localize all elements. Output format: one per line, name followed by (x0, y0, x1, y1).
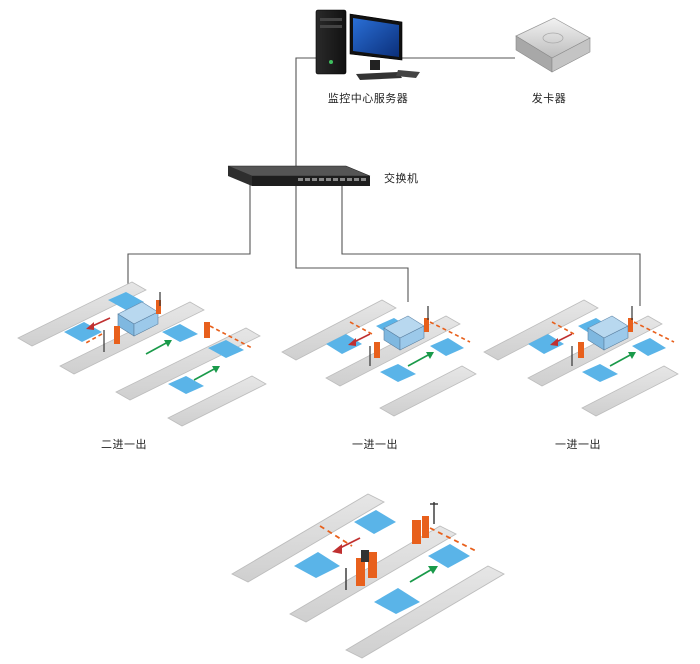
direction-arrows (348, 333, 434, 367)
sensing-zones (294, 510, 470, 614)
barrier-gates (114, 300, 210, 344)
barrier-arms (349, 321, 471, 343)
server-label: 监控中心服务器 (327, 92, 409, 105)
network-switch-icon (227, 165, 371, 186)
switch-label: 交换机 (384, 172, 419, 185)
camera-poles (345, 502, 438, 590)
card-reader-icon (515, 17, 591, 73)
lane-group-one-in-one-out-mid (281, 299, 477, 417)
camera-poles (571, 306, 633, 366)
direction-arrows (332, 537, 438, 583)
card-issuer-label: 发卡器 (531, 92, 567, 105)
lane-group-one-in-one-out-right (483, 299, 679, 417)
barrier-gates (356, 516, 429, 586)
barrier-arms (83, 325, 253, 349)
lane-left-label: 二进一出 (101, 438, 147, 451)
lane-group-detail-view (231, 493, 505, 659)
network-cables (127, 57, 641, 306)
direction-arrows (550, 333, 636, 367)
camera-poles (369, 306, 429, 366)
lane-group-two-in-one-out (17, 281, 267, 427)
cable-server-switch (295, 57, 318, 168)
barrier-gates (374, 318, 429, 358)
guard-booth (117, 301, 159, 337)
barrier-arms (319, 525, 479, 553)
lane-right-label: 一进一出 (555, 438, 601, 451)
barrier-arms (551, 321, 675, 343)
barrier-gates (578, 318, 633, 358)
direction-arrows (86, 317, 220, 381)
lane-mid-label: 一进一出 (352, 438, 398, 451)
cable-switch-mid-lane (295, 180, 409, 302)
desktop-computer-icon (315, 9, 420, 80)
cable-switch-left-lane (127, 180, 251, 290)
guard-booth (383, 315, 425, 351)
camera-poles (103, 292, 161, 352)
sensing-zones (64, 292, 244, 394)
camera-unit (361, 550, 369, 562)
guard-booth (587, 315, 629, 351)
cable-switch-right-lane (341, 180, 641, 306)
